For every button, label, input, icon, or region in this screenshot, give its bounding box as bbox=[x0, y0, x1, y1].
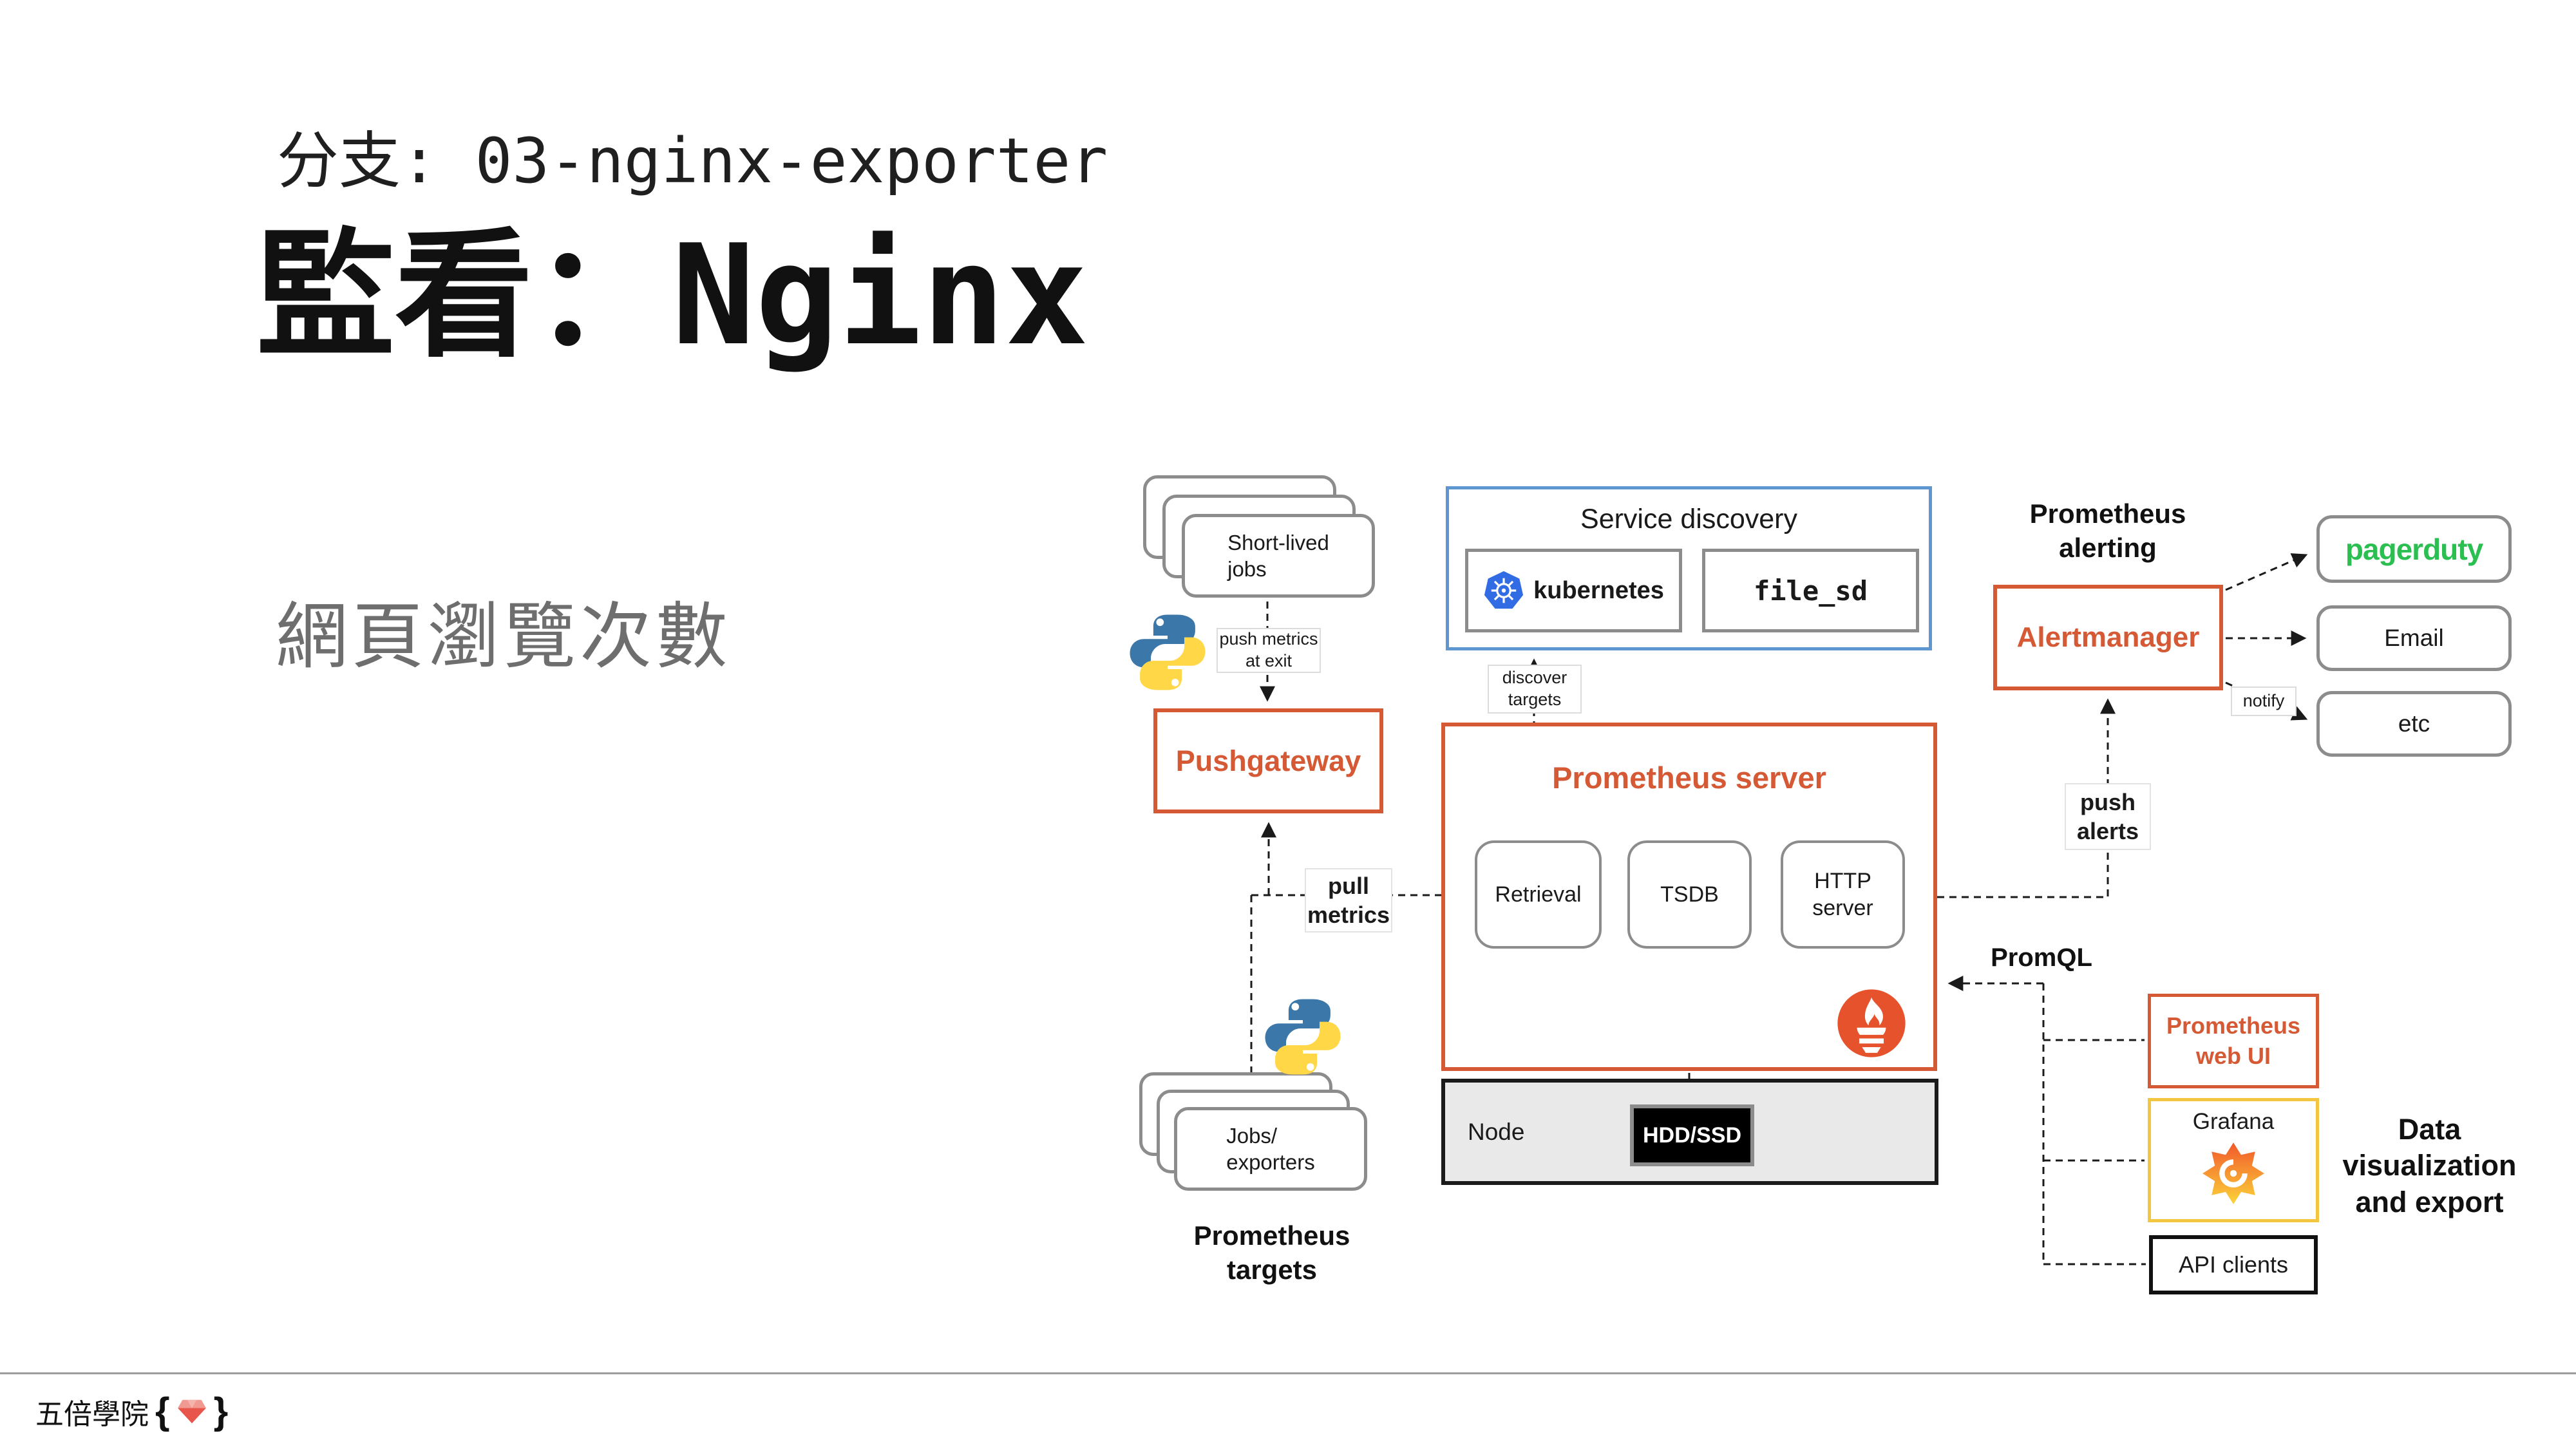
node-box: Node HDD/SSD bbox=[1441, 1079, 1938, 1185]
grafana-icon bbox=[2202, 1142, 2264, 1204]
footer-brand: 五倍學院 { } bbox=[35, 1391, 228, 1432]
jobs-exporters-stack: Jobs/ exporters bbox=[1139, 1072, 1410, 1233]
brace-open: { bbox=[155, 1390, 170, 1432]
hdd-ssd-label: HDD/SSD bbox=[1642, 1122, 1742, 1148]
email-label: Email bbox=[2384, 625, 2444, 651]
kubernetes-label: kubernetes bbox=[1533, 576, 1664, 604]
api-clients-label: API clients bbox=[2178, 1251, 2289, 1278]
branch-label: 分支: 03-nginx-exporter bbox=[277, 125, 1108, 197]
tsdb-box: TSDB bbox=[1627, 840, 1752, 949]
node-label: Node bbox=[1468, 1118, 1525, 1145]
http-server-box: HTTP server bbox=[1781, 840, 1905, 949]
hdd-ssd-box: HDD/SSD bbox=[1630, 1104, 1754, 1166]
file-sd-label: file_sd bbox=[1753, 574, 1868, 607]
kubernetes-icon bbox=[1484, 571, 1524, 609]
page-title: 監看：Nginx bbox=[256, 214, 1089, 376]
push-alerts-label: push alerts bbox=[2065, 783, 2151, 850]
email-box: Email bbox=[2316, 605, 2512, 671]
discover-targets-label: discover targets bbox=[1488, 665, 1582, 714]
alertmanager-box: Alertmanager bbox=[1993, 585, 2223, 690]
promql-label: PromQL bbox=[1991, 943, 2092, 972]
data-visualization-caption: Data visualization and export bbox=[2342, 1113, 2517, 1218]
prometheus-web-ui-label: Prometheus web UI bbox=[2166, 1012, 2301, 1069]
python-icon bbox=[1130, 614, 1206, 690]
brand-name: 五倍學院 bbox=[35, 1399, 149, 1430]
alertmanager-label: Alertmanager bbox=[2016, 621, 2200, 653]
prometheus-web-ui-box: Prometheus web UI bbox=[2148, 994, 2319, 1088]
grafana-box: Grafana bbox=[2148, 1098, 2319, 1222]
ruby-gem-icon bbox=[177, 1399, 206, 1424]
prometheus-flame-icon bbox=[1837, 989, 1906, 1057]
pull-metrics-label: pull metrics bbox=[1305, 868, 1392, 933]
grafana-label: Grafana bbox=[2192, 1109, 2275, 1134]
stack-card-front: Jobs/ exporters bbox=[1174, 1107, 1367, 1191]
retrieval-box: Retrieval bbox=[1475, 840, 1602, 949]
pushgateway-label: Pushgateway bbox=[1175, 744, 1361, 777]
pagerduty-logo: pagerduty bbox=[2345, 532, 2483, 566]
jobs-exporters-label: Jobs/ exporters bbox=[1226, 1123, 1315, 1174]
push-metrics-at-exit-label: push metrics at exit bbox=[1217, 628, 1321, 673]
prometheus-alerting-caption: Prometheus alerting bbox=[2029, 498, 2186, 563]
short-lived-jobs-label: Short-lived jobs bbox=[1227, 530, 1329, 581]
python-icon bbox=[1265, 999, 1341, 1075]
service-discovery-title: Service discovery bbox=[1580, 504, 1797, 535]
pushgateway-box: Pushgateway bbox=[1153, 708, 1383, 813]
file-sd-box: file_sd bbox=[1702, 549, 1919, 632]
pagerduty-box: pagerduty bbox=[2316, 515, 2512, 583]
etc-label: etc bbox=[2398, 710, 2430, 737]
kubernetes-box: kubernetes bbox=[1465, 549, 1682, 632]
etc-box: etc bbox=[2316, 691, 2512, 757]
subtitle: 網頁瀏覽次數 bbox=[276, 596, 732, 677]
notify-label: notify bbox=[2231, 687, 2297, 716]
connector-alertmanager-to-pagerduty bbox=[2225, 553, 2308, 591]
brace-close: } bbox=[213, 1390, 229, 1432]
api-clients-box: API clients bbox=[2149, 1235, 2318, 1294]
http-server-label: HTTP server bbox=[1812, 868, 1873, 921]
stack-card-front: Short-lived jobs bbox=[1182, 514, 1375, 598]
prometheus-server-title: Prometheus server bbox=[1552, 761, 1826, 795]
prometheus-targets-caption: Prometheus targets bbox=[1193, 1220, 1350, 1285]
service-discovery-box: Service discovery kubernetes file_sd bbox=[1446, 486, 1932, 650]
footer-divider bbox=[0, 1372, 2576, 1374]
retrieval-label: Retrieval bbox=[1495, 882, 1582, 907]
tsdb-label: TSDB bbox=[1660, 882, 1719, 907]
short-lived-jobs-stack: Short-lived jobs bbox=[1143, 475, 1414, 636]
